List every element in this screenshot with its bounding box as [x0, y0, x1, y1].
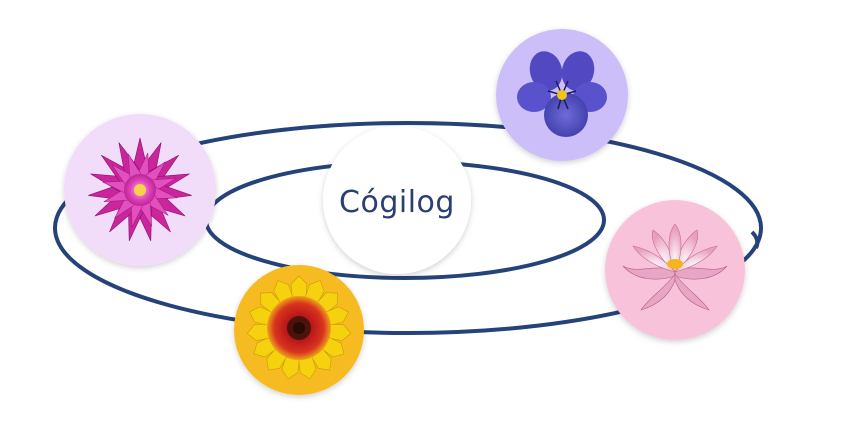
center-logo-circle	[323, 126, 471, 274]
outer-orbit	[53, 121, 763, 335]
gaillardia-flower	[234, 265, 364, 395]
pansy-flower	[496, 29, 628, 161]
pink-water-lily-icon	[622, 223, 728, 311]
waterlily-flower	[605, 200, 745, 340]
outer-orbit-tail	[750, 230, 760, 249]
red-yellow-gaillardia-icon	[246, 275, 352, 380]
pink-dahlia-icon	[88, 137, 192, 241]
purple-pansy-icon	[517, 51, 607, 137]
center-logo-node: Cógilog	[323, 126, 471, 274]
dahlia-flower	[64, 114, 216, 266]
logo-text: Cógilog	[339, 185, 455, 220]
